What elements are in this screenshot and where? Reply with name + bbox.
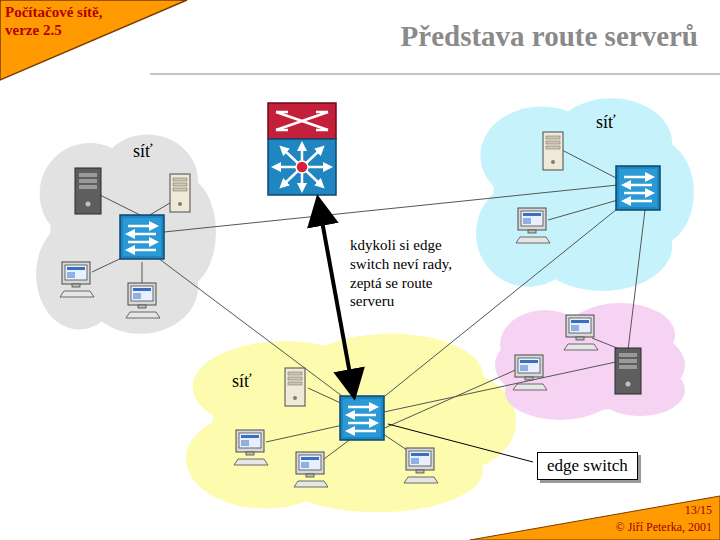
switch-symbol [616, 166, 660, 210]
art-line [100, 195, 142, 216]
art-line [380, 368, 520, 430]
art-line [266, 425, 343, 442]
network-cloud: síť [476, 90, 694, 295]
art-use [285, 368, 305, 406]
leader-line [388, 424, 533, 462]
corner-triangle [470, 496, 720, 540]
art-rect [268, 139, 336, 195]
cloud-puff [50, 156, 201, 309]
art-line [158, 258, 350, 402]
art-use [170, 174, 190, 212]
art-use [513, 355, 547, 390]
art-use [564, 315, 598, 350]
art-use [543, 132, 563, 170]
box-label: edge switch [547, 456, 628, 475]
route-server-symbol [268, 103, 336, 195]
art-use [516, 208, 550, 243]
callout-note: kdykoli si edge switch neví rady, zeptá … [350, 236, 478, 311]
art-line [548, 200, 618, 220]
art-use [60, 262, 94, 297]
art-rect [268, 103, 336, 139]
art-use [404, 448, 438, 483]
art-line [562, 150, 620, 180]
query-arrow [320, 210, 352, 385]
page-number: 13/15 [685, 503, 712, 518]
art-use [615, 348, 641, 394]
art-line [164, 185, 618, 232]
art-path [276, 112, 328, 130]
cloud-puff [493, 119, 676, 267]
copyright: © Jiří Peterka, 2001 [616, 520, 712, 535]
title-rule [150, 73, 720, 75]
art-use [126, 283, 160, 318]
art-path [276, 112, 328, 130]
art-use [294, 452, 328, 487]
art-line [380, 205, 622, 400]
network-label: síť [133, 141, 153, 162]
label-box: edge switch [537, 452, 638, 480]
switch-symbol [120, 215, 164, 259]
art-line [142, 262, 143, 285]
art-use [234, 430, 268, 465]
edge-switch-symbol [340, 396, 384, 440]
art-use [75, 168, 101, 214]
network-wires [92, 150, 645, 462]
network-label: síť [596, 112, 616, 133]
corner-triangle [0, 0, 187, 80]
art-line [384, 360, 625, 412]
art-g [276, 146, 328, 188]
art-line [320, 438, 352, 462]
course-name: Počítačové sítě, verze 2.5 [5, 3, 137, 39]
art-line [628, 210, 645, 350]
network-label: síť [232, 371, 252, 392]
cloud-outline [476, 90, 694, 295]
art-circle [296, 161, 308, 173]
slide-title: Představa route serverů [401, 20, 698, 53]
pink-cloud [495, 303, 685, 420]
